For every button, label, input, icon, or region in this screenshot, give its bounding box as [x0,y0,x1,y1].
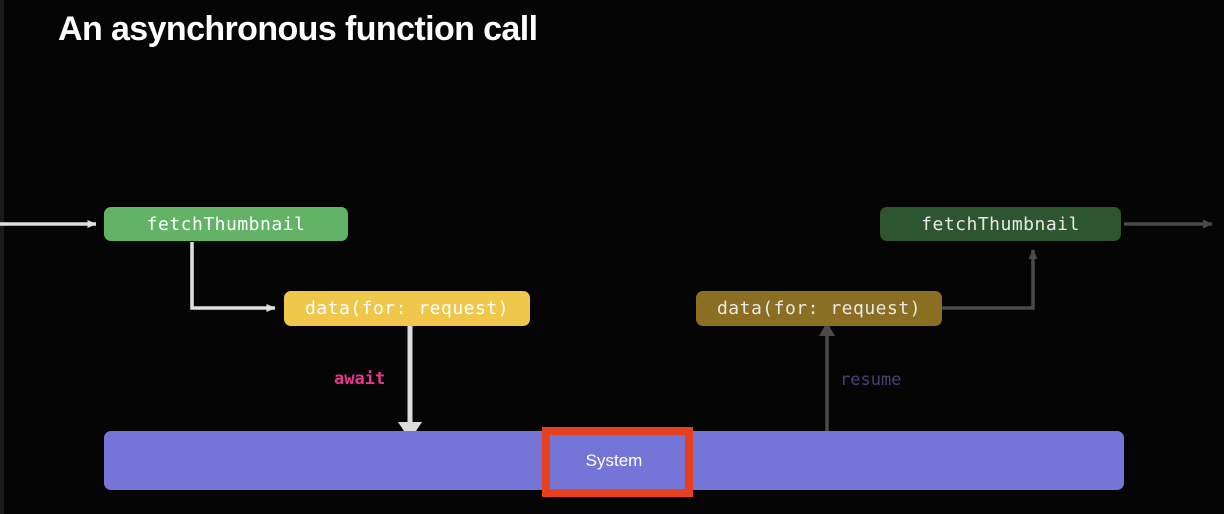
highlight-box-system [542,427,693,497]
system-lane[interactable]: System [104,431,1124,490]
arrow-resume [819,322,835,432]
left-edge-band [0,0,4,514]
node-data-request-dimmed[interactable]: data(for: request) [696,291,942,326]
node-data-request-active[interactable]: data(for: request) [284,291,530,326]
node-label: fetchThumbnail [146,213,306,235]
system-lane-label: System [585,450,643,470]
node-fetch-thumbnail-dimmed[interactable]: fetchThumbnail [880,207,1121,241]
edge-label-await: await [334,369,386,389]
arrow-call-data [190,242,276,312]
edge-label-resume: resume [840,370,902,390]
node-label: data(for: request) [716,298,922,319]
node-label: data(for: request) [304,298,510,319]
node-label: fetchThumbnail [921,213,1080,235]
arrow-await [398,326,422,440]
arrow-return-data [942,249,1038,310]
page-title: An asynchronous function call [58,10,538,48]
node-fetch-thumbnail-active[interactable]: fetchThumbnail [104,207,348,241]
